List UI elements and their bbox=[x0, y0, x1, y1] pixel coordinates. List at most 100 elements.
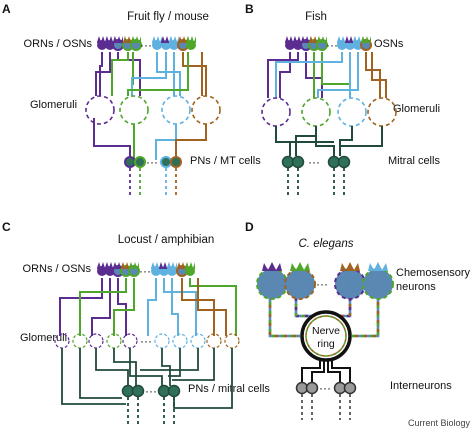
panel-d-title: C. elegans bbox=[299, 238, 354, 250]
panel-c-letter: C bbox=[2, 220, 11, 234]
panel-c-output-label: PNs / mitral cells bbox=[188, 383, 270, 395]
glomerulus bbox=[154, 333, 170, 349]
glomerulus bbox=[206, 333, 222, 349]
chemosensory-neuron bbox=[334, 262, 366, 300]
glomerulus bbox=[367, 97, 397, 127]
panel-b-mitral-dendrites bbox=[275, 126, 383, 156]
panel-b-title: Fish bbox=[305, 11, 327, 23]
receptor-neuron bbox=[97, 36, 107, 50]
panel-a: A Fruit fly / mouse ORNs / OSNs Glomerul… bbox=[2, 2, 261, 196]
receptor-neuron bbox=[353, 36, 363, 50]
panel-d-letter: D bbox=[245, 220, 254, 234]
pn-cell bbox=[131, 384, 145, 398]
receptor-neuron bbox=[176, 262, 188, 277]
receptor-neuron bbox=[185, 262, 195, 276]
panel-d-interneuron-wiring bbox=[301, 360, 351, 382]
panel-c-axons bbox=[59, 278, 237, 336]
receptor-neuron bbox=[152, 36, 162, 50]
ellipsis-dots: ··· bbox=[140, 334, 152, 348]
panel-b-axons bbox=[267, 52, 387, 98]
glomerulus bbox=[122, 333, 138, 349]
glomerulus bbox=[172, 333, 188, 349]
receptor-neuron bbox=[169, 36, 179, 50]
glomerulus bbox=[261, 97, 291, 127]
panel-b-glomeruli bbox=[261, 97, 397, 127]
mitral-cell bbox=[291, 155, 305, 169]
receptor-neuron bbox=[161, 36, 171, 50]
figure-credit: Current Biology bbox=[408, 418, 471, 428]
glomerulus bbox=[161, 95, 191, 125]
panel-d-chemosensory-neurons bbox=[256, 262, 394, 300]
panel-a-output-label: PNs / MT cells bbox=[190, 155, 261, 167]
panel-a-glomeruli bbox=[85, 95, 221, 125]
ellipsis-dots: ··· bbox=[308, 155, 320, 169]
glomerulus bbox=[301, 97, 331, 127]
panel-d-output-label: Interneurons bbox=[390, 380, 452, 392]
receptor-neuron bbox=[130, 36, 142, 51]
panel-b-letter: B bbox=[245, 2, 254, 16]
panel-a-pn-cells bbox=[124, 156, 182, 168]
panel-d-interneuron-axons bbox=[301, 394, 351, 420]
interneuron bbox=[343, 381, 357, 395]
ellipsis-dots: ··· bbox=[145, 384, 157, 398]
receptor-neuron bbox=[97, 262, 107, 276]
chemosensory-neuron bbox=[362, 262, 394, 300]
panel-c-title: Locust / amphibian bbox=[118, 234, 215, 246]
nerve-ring-label-line1: Nerve bbox=[312, 325, 340, 337]
receptor-neuron bbox=[285, 36, 295, 50]
panel-a-receptor-label: ORNs / OSNs bbox=[24, 38, 93, 50]
panel-a-axons bbox=[95, 52, 207, 96]
pn-cell bbox=[167, 384, 181, 398]
panel-c: C Locust / amphibian ORNs / OSNs Glomeru… bbox=[2, 220, 270, 424]
chemosensory-neuron bbox=[284, 262, 316, 300]
pn-cell bbox=[170, 156, 182, 168]
panel-c-pn-dendrites bbox=[61, 348, 233, 409]
glomerulus bbox=[72, 333, 88, 349]
nerve-ring-label-line2: ring bbox=[317, 338, 335, 350]
panel-b-glomeruli-label: Glomeruli bbox=[393, 103, 440, 115]
glomerulus bbox=[88, 333, 104, 349]
glomerulus bbox=[190, 333, 206, 349]
panel-c-receptor-neurons bbox=[97, 262, 195, 277]
panel-b-mitral-cells bbox=[281, 155, 351, 169]
receptor-neuron bbox=[316, 36, 328, 51]
glomerulus bbox=[119, 95, 149, 125]
glomerulus bbox=[106, 333, 122, 349]
ellipsis-dots: ··· bbox=[146, 155, 158, 169]
panel-b-output-label: Mitral cells bbox=[388, 155, 440, 167]
glomerulus bbox=[337, 97, 367, 127]
panel-d-processes bbox=[268, 296, 380, 338]
ellipsis-dots: ··· bbox=[140, 38, 152, 52]
receptor-neuron bbox=[293, 36, 303, 50]
panel-c-pn-axons bbox=[127, 397, 175, 424]
panel-a-glomeruli-label: Glomeruli bbox=[30, 99, 77, 111]
panel-d-nerve-ring: Nerve ring bbox=[300, 310, 352, 362]
ellipsis-dots: ··· bbox=[139, 264, 151, 278]
panel-a-pn-axons bbox=[129, 168, 177, 196]
receptor-neuron bbox=[345, 36, 355, 50]
ellipsis-dots: ··· bbox=[326, 38, 338, 52]
panel-b-receptor-label: OSNs bbox=[374, 38, 404, 50]
receptor-neuron bbox=[112, 36, 124, 51]
receptor-neuron bbox=[128, 262, 140, 277]
panel-d-interneurons bbox=[295, 381, 357, 395]
panel-d-receptor-label-line2: neurons bbox=[396, 281, 436, 293]
receptor-neuron bbox=[105, 262, 115, 276]
panel-b: B Fish OSNs Glomeruli Mitral cells bbox=[245, 2, 440, 196]
receptor-neuron bbox=[360, 36, 372, 51]
chemosensory-neuron bbox=[256, 262, 288, 300]
pn-cell bbox=[134, 156, 146, 168]
pn-cell bbox=[160, 156, 172, 168]
panel-d-receptor-label-line1: Chemosensory bbox=[396, 267, 470, 279]
receptor-neuron bbox=[151, 262, 161, 276]
panel-d: D C. elegans Chemosensory neurons Intern… bbox=[245, 220, 470, 420]
glomerulus bbox=[224, 333, 240, 349]
ellipsis-dots: ··· bbox=[319, 381, 331, 395]
pn-cell bbox=[124, 156, 136, 168]
panel-a-title: Fruit fly / mouse bbox=[127, 11, 209, 23]
panel-a-letter: A bbox=[2, 2, 11, 16]
panel-c-pn-cells bbox=[121, 384, 181, 398]
glomerulus bbox=[191, 95, 221, 125]
panel-b-receptor-neurons bbox=[285, 36, 372, 51]
